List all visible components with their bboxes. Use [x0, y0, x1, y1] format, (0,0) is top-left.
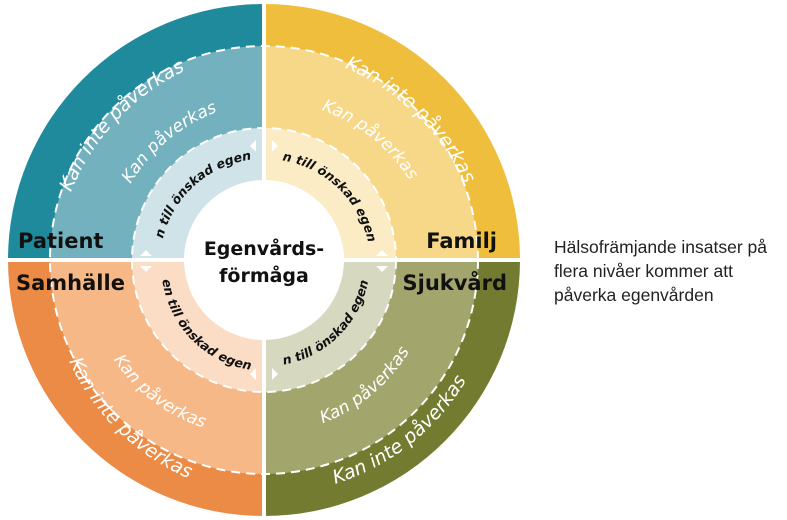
center-label-line2: förmåga: [219, 263, 309, 287]
egenvard-diagram: Egenvårds- förmåga Kan inte påverkas Kan…: [0, 0, 522, 518]
arrow-up-icon: [140, 250, 152, 256]
arrow-up-icon: [376, 250, 388, 256]
arrow-left-icon: [250, 368, 256, 380]
side-caption: Hälsofrämjande insatser på flera nivåer …: [554, 237, 768, 305]
center-label-line1: Egenvårds-: [204, 236, 324, 260]
samhalle-name: Samhälle: [16, 271, 125, 295]
familj-name: Familj: [426, 229, 497, 253]
center-circle: [184, 180, 344, 340]
arrow-left-icon: [250, 140, 256, 152]
sjukvard-name: Sjukvård: [403, 270, 508, 295]
arrow-markers: [140, 140, 388, 380]
arrow-down-icon: [140, 266, 152, 272]
arrow-right-icon: [272, 140, 278, 152]
patient-name: Patient: [18, 229, 103, 253]
arrow-down-icon: [376, 266, 388, 272]
arrow-right-icon: [272, 368, 278, 380]
